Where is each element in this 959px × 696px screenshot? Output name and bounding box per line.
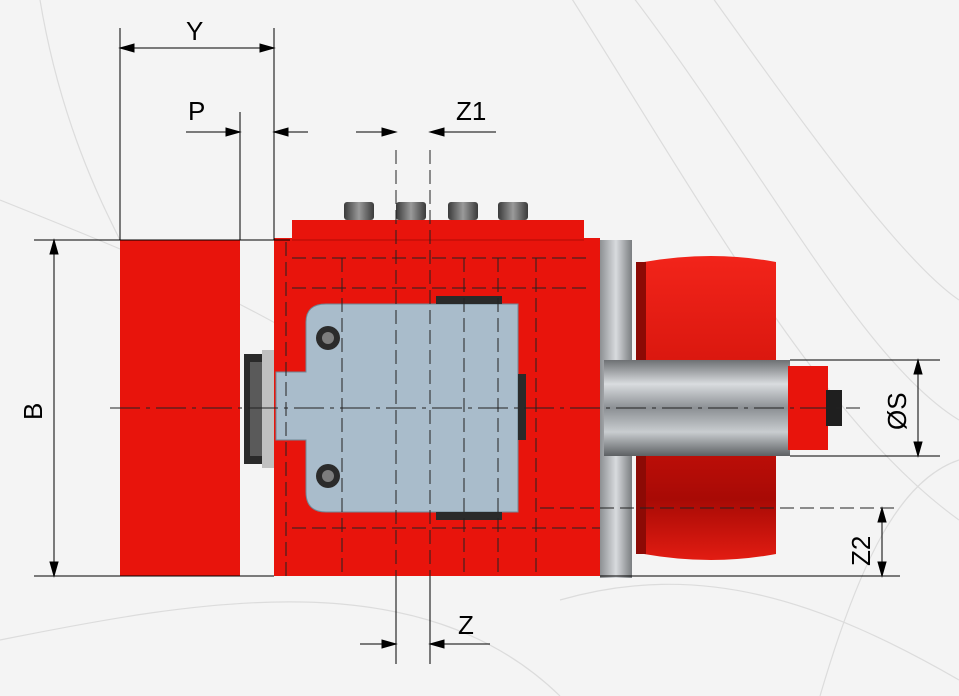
label-z1: Z1 bbox=[456, 96, 486, 126]
dimension-b bbox=[34, 238, 290, 578]
top-bolts bbox=[344, 202, 528, 220]
label-b: B bbox=[18, 403, 48, 420]
bolt-icon bbox=[396, 202, 426, 220]
dimension-z2 bbox=[600, 506, 900, 578]
label-p: P bbox=[188, 96, 205, 126]
dimension-z1 bbox=[356, 127, 496, 137]
bolt-icon bbox=[498, 202, 528, 220]
dimension-p bbox=[186, 112, 308, 240]
hidden-lines bbox=[285, 150, 900, 576]
label-s: ØS bbox=[882, 392, 912, 430]
dimension-s bbox=[790, 358, 940, 458]
label-y: Y bbox=[186, 16, 203, 46]
label-z: Z bbox=[458, 610, 474, 640]
label-z2: Z2 bbox=[846, 536, 876, 566]
spindle-nose bbox=[244, 350, 276, 468]
bolt-icon bbox=[448, 202, 478, 220]
bolt-icon bbox=[344, 202, 374, 220]
dimension-y bbox=[118, 28, 276, 240]
dimension-z bbox=[360, 576, 490, 664]
